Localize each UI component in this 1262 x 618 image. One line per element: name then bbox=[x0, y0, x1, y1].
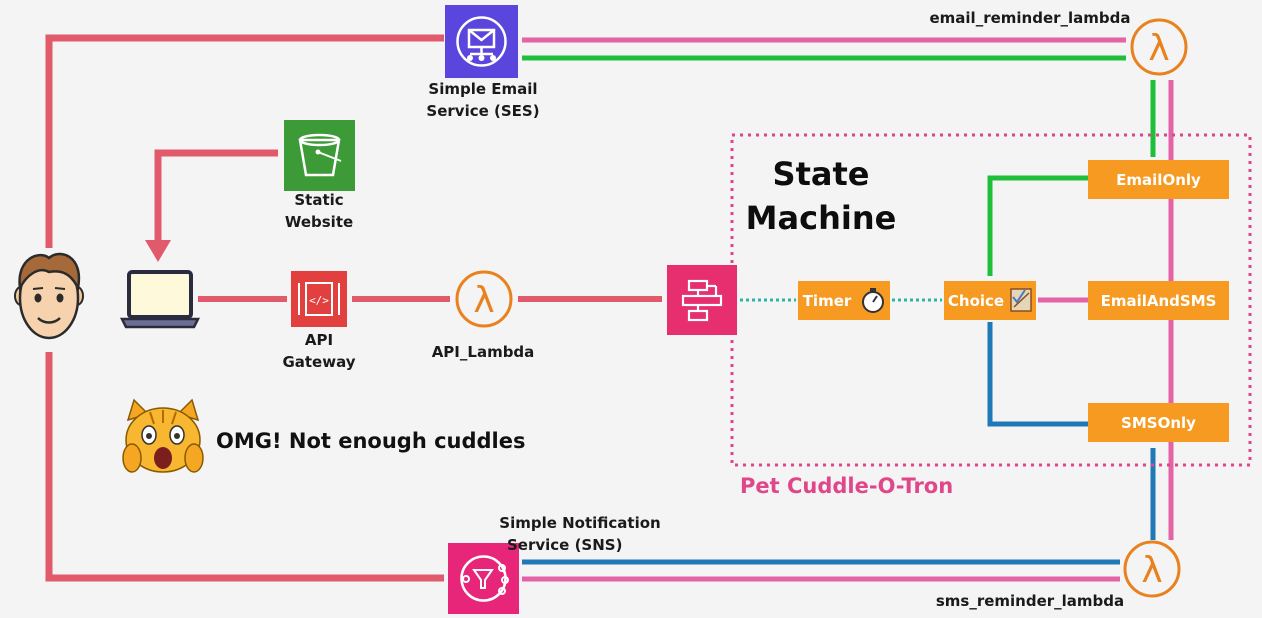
s3-to-laptop-arrowhead bbox=[145, 240, 171, 262]
s3-to-laptop-line bbox=[154, 149, 278, 242]
user-to-ses-line bbox=[45, 34, 444, 248]
static-website-line1: Static bbox=[294, 191, 344, 209]
static-website-line2: Website bbox=[284, 213, 354, 231]
stopwatch-icon bbox=[862, 288, 884, 313]
smsonly-state-box bbox=[1088, 403, 1229, 442]
api-lambda-label: API_Lambda bbox=[431, 343, 535, 361]
emailandsms-state-label: EmailAndSMS bbox=[1100, 291, 1217, 310]
static-website-label: Static Website bbox=[259, 189, 379, 233]
svg-text:</>: </> bbox=[309, 294, 329, 307]
choice-to-emailonly-line bbox=[987, 175, 1088, 276]
api-lambda-icon: λ bbox=[455, 270, 513, 328]
svg-text:λ: λ bbox=[1141, 550, 1162, 591]
timer-state-label: Timer bbox=[802, 291, 852, 310]
laptop-icon bbox=[119, 270, 201, 329]
state-machine-title: State Machine bbox=[730, 152, 912, 240]
sns-label-line2: Service (SNS) bbox=[507, 536, 623, 554]
sns-icon bbox=[448, 543, 519, 614]
screaming-cat-emoji-icon bbox=[122, 398, 204, 473]
ses-envelope-icon bbox=[445, 5, 518, 78]
email-lambda-icon: λ bbox=[1130, 18, 1188, 76]
step-functions-icon bbox=[667, 265, 737, 335]
ses-label-line1: Simple Email bbox=[428, 80, 538, 98]
choice-to-smsonly-line bbox=[987, 322, 1088, 427]
s3-bucket-icon bbox=[284, 120, 355, 191]
emailonly-state-box bbox=[1088, 160, 1229, 199]
api-gateway-line2: Gateway bbox=[282, 353, 356, 371]
choice-state-label: Choice bbox=[947, 291, 1005, 310]
svg-text:λ: λ bbox=[473, 280, 494, 321]
cat-caption: OMG! Not enough cuddles bbox=[216, 429, 526, 453]
choice-icon bbox=[1010, 288, 1032, 312]
sms-lambda-label: sms_reminder_lambda bbox=[935, 592, 1125, 610]
pet-cuddle-o-tron-label: Pet Cuddle-O-Tron bbox=[740, 474, 954, 498]
smsonly-state-label: SMSOnly bbox=[1121, 413, 1196, 432]
state-machine-line1: State bbox=[772, 155, 870, 193]
user-avatar-icon bbox=[14, 252, 84, 340]
api-gateway-icon: </> bbox=[291, 271, 347, 327]
svg-text:λ: λ bbox=[1148, 28, 1169, 69]
email-lambda-label: email_reminder_lambda bbox=[929, 9, 1131, 27]
connector-lines bbox=[45, 34, 1174, 582]
emailonly-state-label: EmailOnly bbox=[1116, 170, 1201, 189]
ses-label: Simple Email Service (SES) bbox=[403, 78, 563, 122]
user-to-sns-line bbox=[45, 352, 444, 582]
emailandsms-state-box bbox=[1088, 281, 1229, 320]
sns-label: Simple Notification Service (SNS) bbox=[480, 512, 680, 556]
ses-label-line2: Service (SES) bbox=[426, 102, 540, 120]
sns-label-line1: Simple Notification bbox=[499, 514, 661, 532]
api-gateway-label: API Gateway bbox=[269, 329, 369, 373]
sms-lambda-icon: λ bbox=[1123, 540, 1181, 598]
state-machine-line2: Machine bbox=[745, 199, 897, 237]
api-gateway-line1: API bbox=[304, 331, 334, 349]
